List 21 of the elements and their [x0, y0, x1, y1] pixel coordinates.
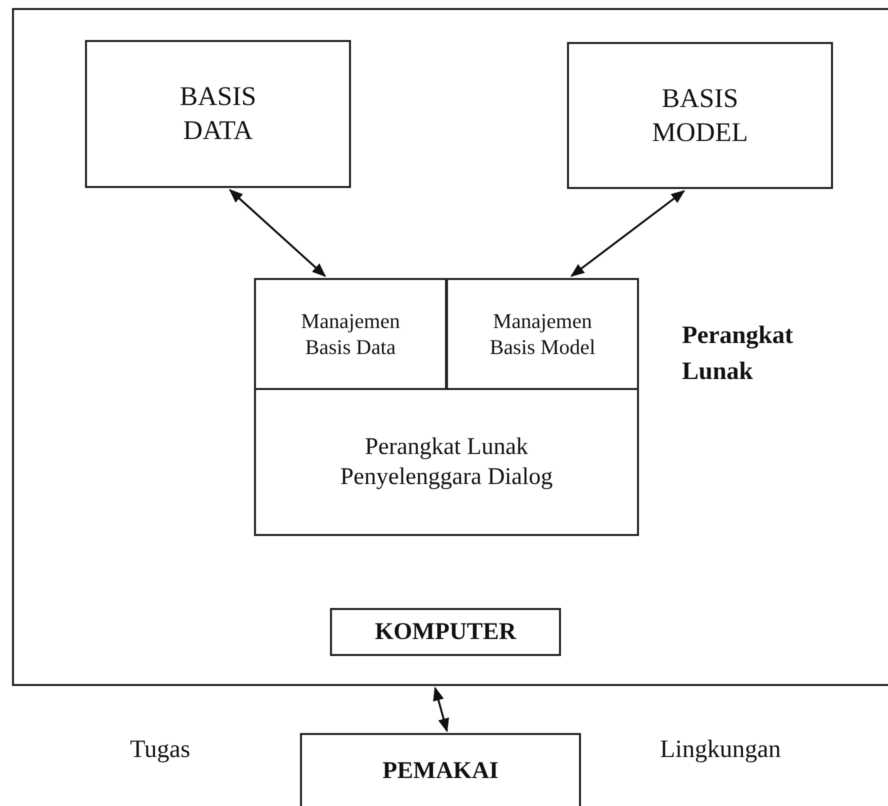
box-label: BASIS MODEL	[651, 82, 749, 148]
process-box	[300, 733, 581, 806]
box-label: BASIS DATA	[178, 80, 258, 147]
context-label: Lingkungan	[660, 736, 782, 764]
box-label: KOMPUTER	[374, 618, 516, 647]
box-label: Manajemen Basis Model	[488, 308, 596, 360]
box-label: PEMAKAI	[382, 756, 498, 786]
process-box	[330, 608, 561, 656]
box-label: Manajemen Basis Data	[300, 308, 402, 360]
double-arrow	[228, 189, 326, 277]
double-arrow	[570, 190, 686, 277]
context-label: Tugas	[130, 736, 192, 764]
process-box	[85, 40, 351, 188]
process-box	[567, 42, 833, 189]
module-box	[254, 388, 639, 536]
double-arrow	[433, 686, 450, 732]
section-label: Perangkat Lunak	[682, 321, 794, 388]
box-label: Perangkat Lunak Penyelenggara Dialog	[339, 433, 554, 492]
module-box	[446, 278, 639, 390]
outer-frame	[12, 8, 888, 686]
module-box	[254, 278, 447, 390]
